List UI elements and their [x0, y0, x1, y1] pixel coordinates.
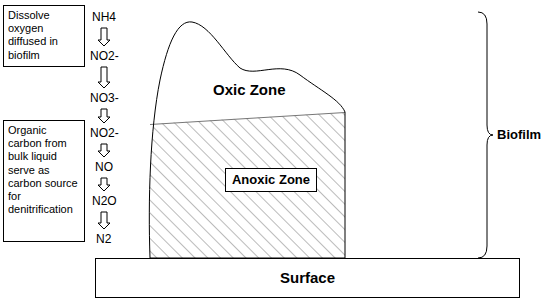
species-label: N2O — [92, 194, 117, 208]
box-text: Organic carbon from bulk liquid serve as… — [8, 124, 80, 216]
species-label: NO2- — [90, 49, 119, 63]
species-label: NH4 — [92, 10, 116, 24]
box-text: Surface — [280, 269, 335, 287]
box-text: Anoxic Zone — [230, 172, 312, 188]
text-box: Anoxic Zone — [225, 168, 317, 192]
species-label: NO3- — [90, 91, 119, 105]
species-label: NO — [95, 160, 113, 174]
species-label: NO2- — [90, 126, 119, 140]
biofilm-zone: Oxic ZoneAnoxic Zone — [145, 15, 350, 258]
text-box: Organic carbon from bulk liquid serve as… — [3, 120, 85, 242]
zone-label: Oxic Zone — [213, 81, 286, 99]
species-label: N2 — [96, 232, 111, 246]
text-box: Dissolve oxygen diffused in biofilm — [3, 5, 85, 67]
biofilm-brace — [478, 12, 493, 258]
box-text: Dissolve oxygen diffused in biofilm — [8, 9, 80, 62]
biofilm-outline — [145, 15, 350, 258]
text-box: Surface — [95, 258, 520, 298]
bracket-label: Biofilm — [497, 127, 541, 143]
